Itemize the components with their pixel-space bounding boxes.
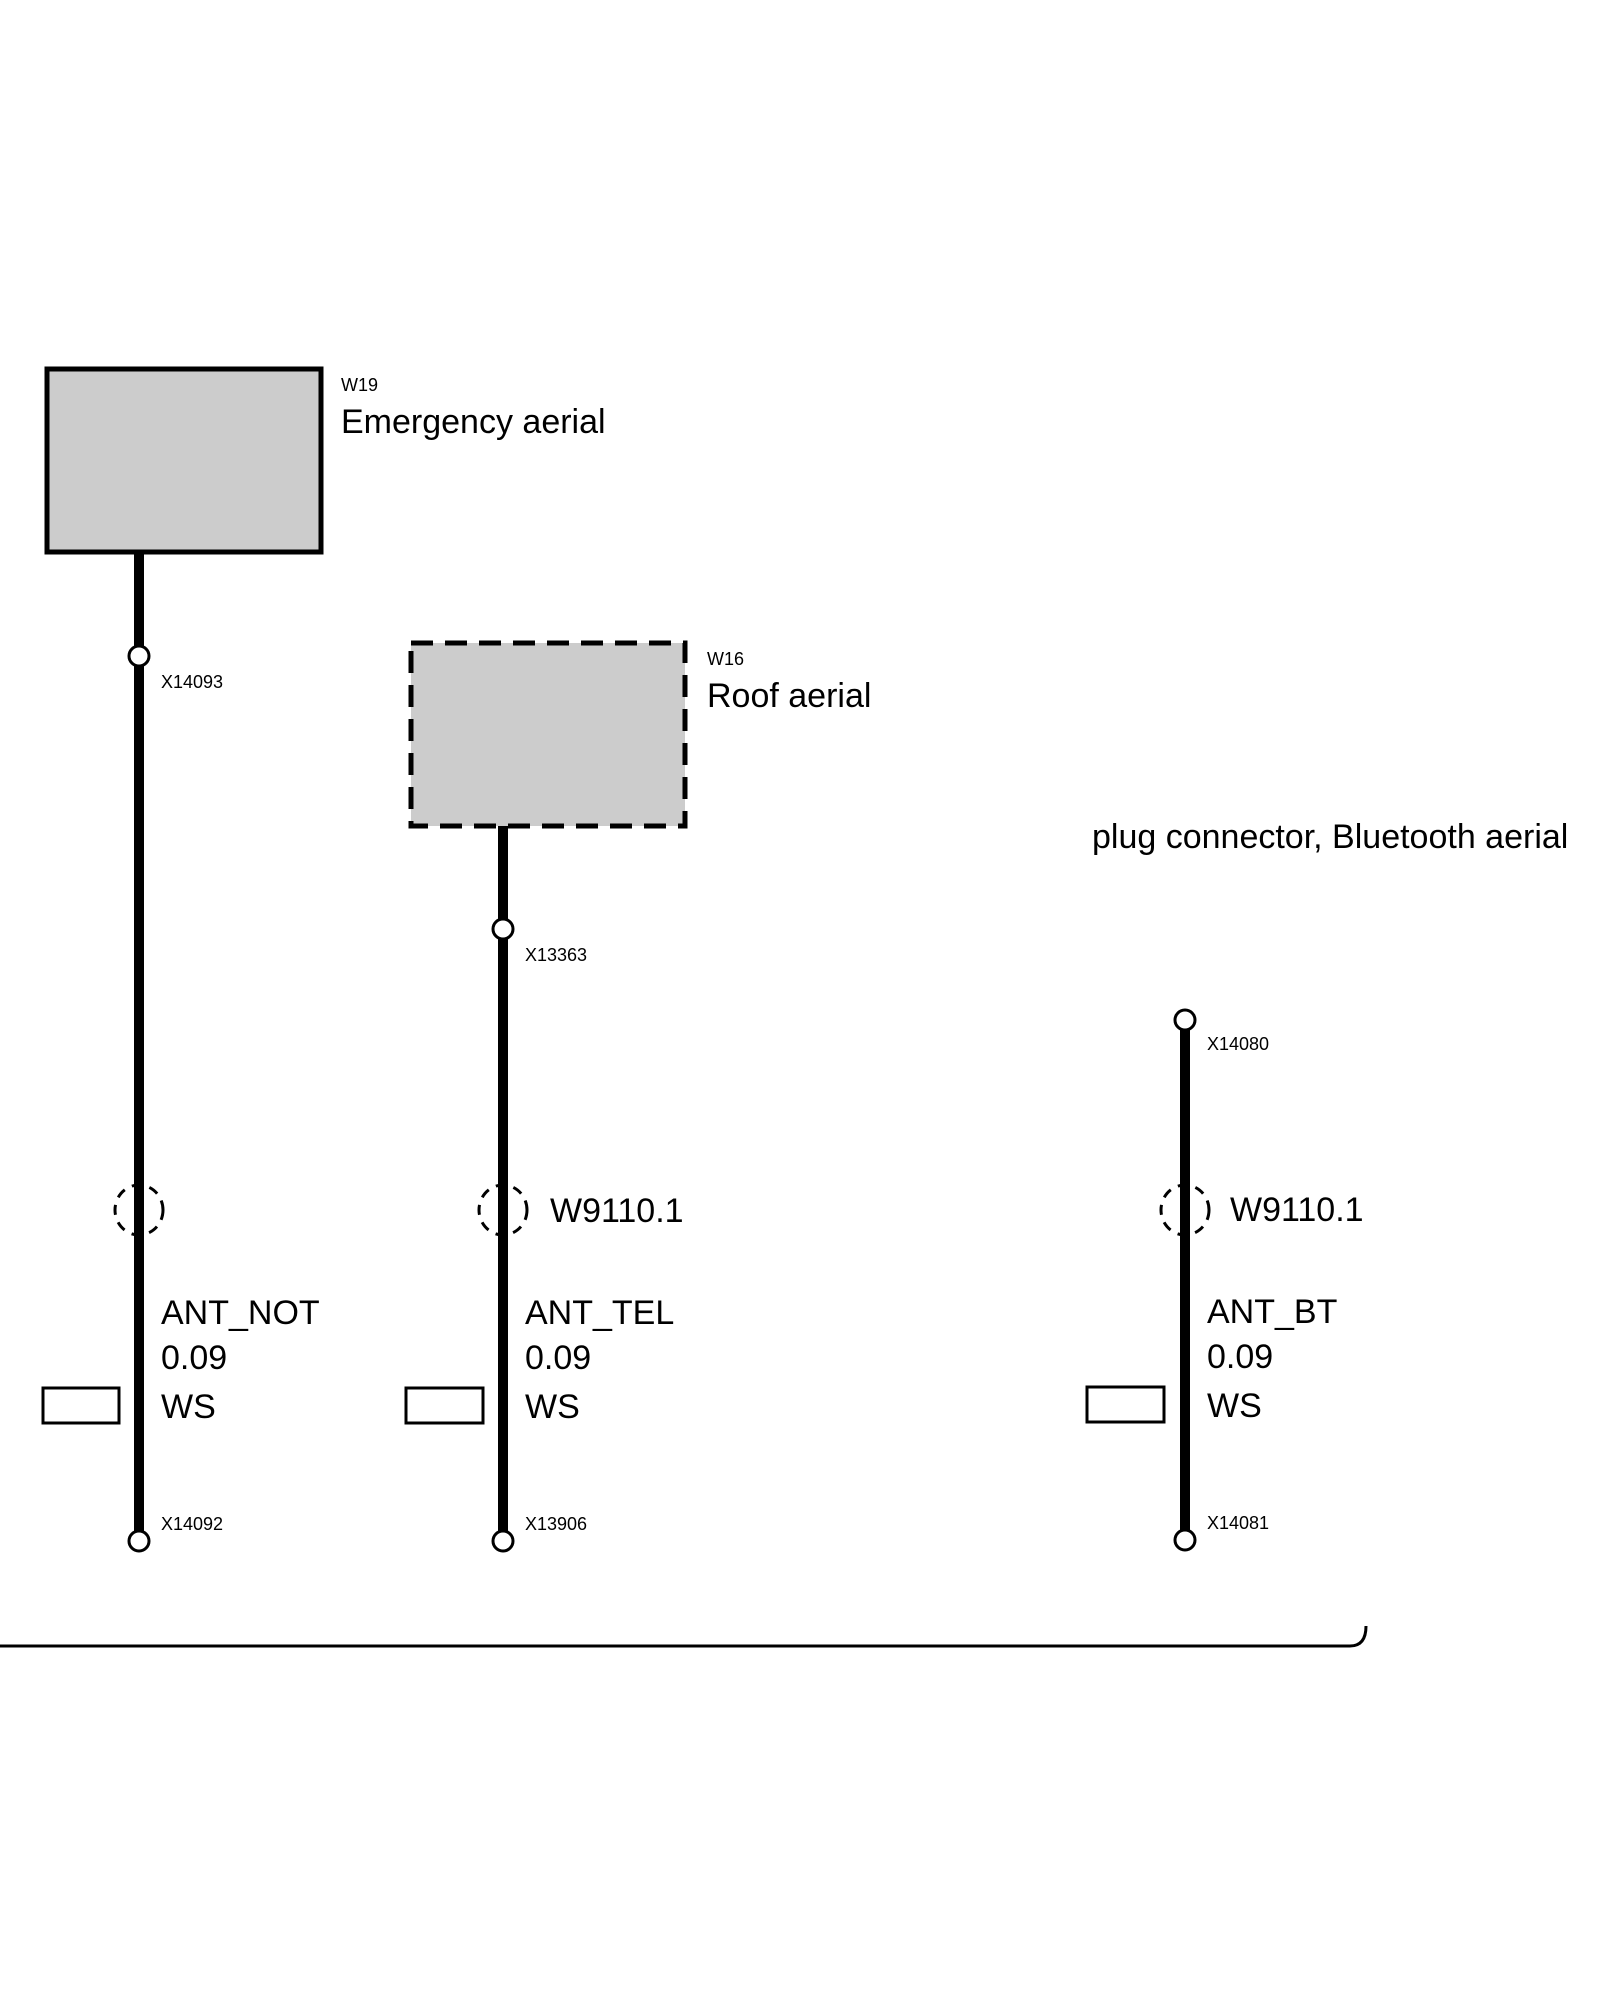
wire-color-swatch-ant-not bbox=[41, 1386, 121, 1425]
cross-section-ant-not: 0.09 bbox=[161, 1339, 227, 1377]
wire-color-swatch-ant-tel bbox=[404, 1386, 485, 1425]
wire-ant-not: X14093 ANT_NOT 0.09 WS X14092 bbox=[41, 552, 320, 1553]
emergency-aerial-code: W19 bbox=[341, 375, 378, 395]
wire-ant-tel: X13363 W9110.1 ANT_TEL 0.09 WS X13906 bbox=[404, 826, 684, 1553]
bluetooth-plug-label: plug connector, Bluetooth aerial bbox=[1092, 818, 1568, 856]
shield-ant-tel bbox=[477, 1183, 529, 1237]
roof-aerial-label: Roof aerial bbox=[707, 677, 871, 715]
connector-x13363[interactable] bbox=[491, 917, 515, 941]
wire-color-swatch-ant-bt bbox=[1085, 1385, 1166, 1424]
roof-aerial-box bbox=[408, 640, 688, 829]
shield-label-ant-bt: W9110.1 bbox=[1230, 1191, 1364, 1229]
connector-label-x13906: X13906 bbox=[525, 1514, 587, 1534]
emergency-aerial-box bbox=[44, 366, 324, 555]
roof-aerial-component: W16 Roof aerial bbox=[408, 640, 871, 829]
connector-x14093[interactable] bbox=[127, 644, 151, 668]
connector-label-x14092: X14092 bbox=[161, 1514, 223, 1534]
emergency-aerial-label: Emergency aerial bbox=[341, 403, 606, 441]
connector-label-x14093: X14093 bbox=[161, 672, 223, 692]
signal-label-ant-not: ANT_NOT bbox=[161, 1294, 320, 1332]
shield-ant-bt bbox=[1159, 1183, 1211, 1237]
color-code-ant-not: WS bbox=[161, 1388, 216, 1426]
connector-label-x14081: X14081 bbox=[1207, 1513, 1269, 1533]
roof-aerial-code: W16 bbox=[707, 649, 744, 669]
wire-ant-bt: X14080 W9110.1 ANT_BT 0.09 WS X14081 bbox=[1085, 1008, 1364, 1552]
connector-x14092[interactable] bbox=[127, 1529, 151, 1553]
shield-ant-not bbox=[113, 1183, 165, 1237]
color-code-ant-tel: WS bbox=[525, 1388, 580, 1426]
cross-section-ant-tel: 0.09 bbox=[525, 1339, 591, 1377]
connector-x14080[interactable] bbox=[1173, 1008, 1197, 1032]
connector-x13906[interactable] bbox=[491, 1529, 515, 1553]
bottom-bracket-line bbox=[0, 1625, 1368, 1648]
cross-section-ant-bt: 0.09 bbox=[1207, 1338, 1273, 1376]
connector-label-x13363: X13363 bbox=[525, 945, 587, 965]
emergency-aerial-component: W19 Emergency aerial bbox=[44, 366, 606, 555]
shield-label-ant-tel: W9110.1 bbox=[550, 1192, 684, 1230]
signal-label-ant-bt: ANT_BT bbox=[1207, 1293, 1337, 1331]
connector-x14081[interactable] bbox=[1173, 1528, 1197, 1552]
connector-label-x14080: X14080 bbox=[1207, 1034, 1269, 1054]
signal-label-ant-tel: ANT_TEL bbox=[525, 1294, 674, 1332]
color-code-ant-bt: WS bbox=[1207, 1387, 1262, 1425]
